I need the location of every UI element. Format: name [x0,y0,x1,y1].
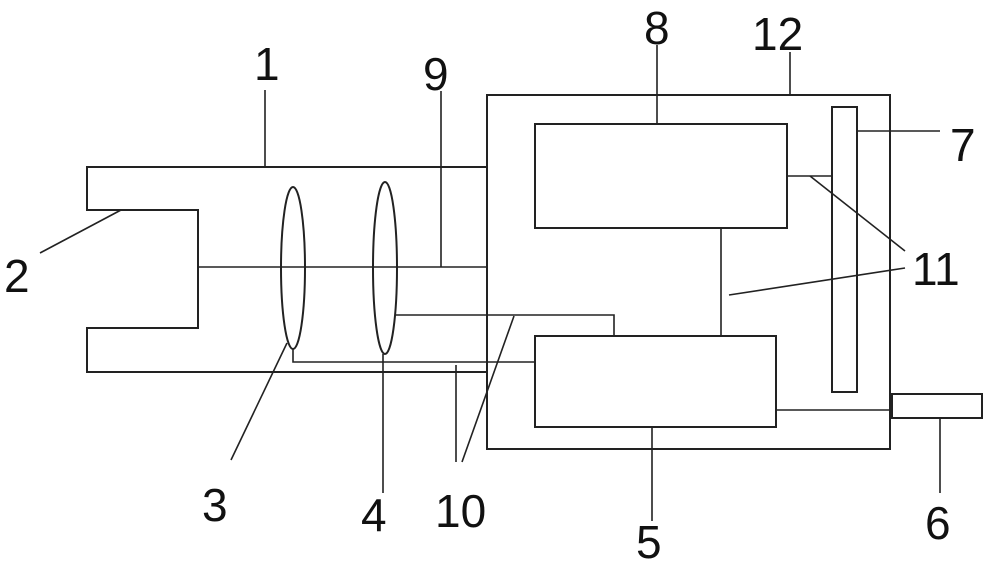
label-8: 8 [644,2,670,54]
label-2: 2 [4,250,30,302]
label-7: 7 [950,119,976,171]
hatched-connector [891,393,983,419]
label-10: 10 [435,485,486,537]
lens-4 [372,181,398,355]
lower-module [534,335,777,428]
label-3: 3 [202,479,228,531]
label-11: 11 [912,243,960,295]
reference-numerals: 1 2 3 4 5 6 7 8 9 10 11 12 [4,2,976,562]
housing [486,94,891,450]
barrel-body [86,166,487,373]
wires [292,314,615,363]
label-5: 5 [636,516,662,562]
label-1: 1 [254,38,280,90]
upper-module [534,123,788,229]
label-6: 6 [925,497,951,549]
label-9: 9 [423,48,449,100]
hatched-plate [831,106,858,393]
lens-3 [280,186,306,350]
label-4: 4 [361,489,387,541]
label-12: 12 [752,8,803,60]
leader-lines [39,45,941,521]
